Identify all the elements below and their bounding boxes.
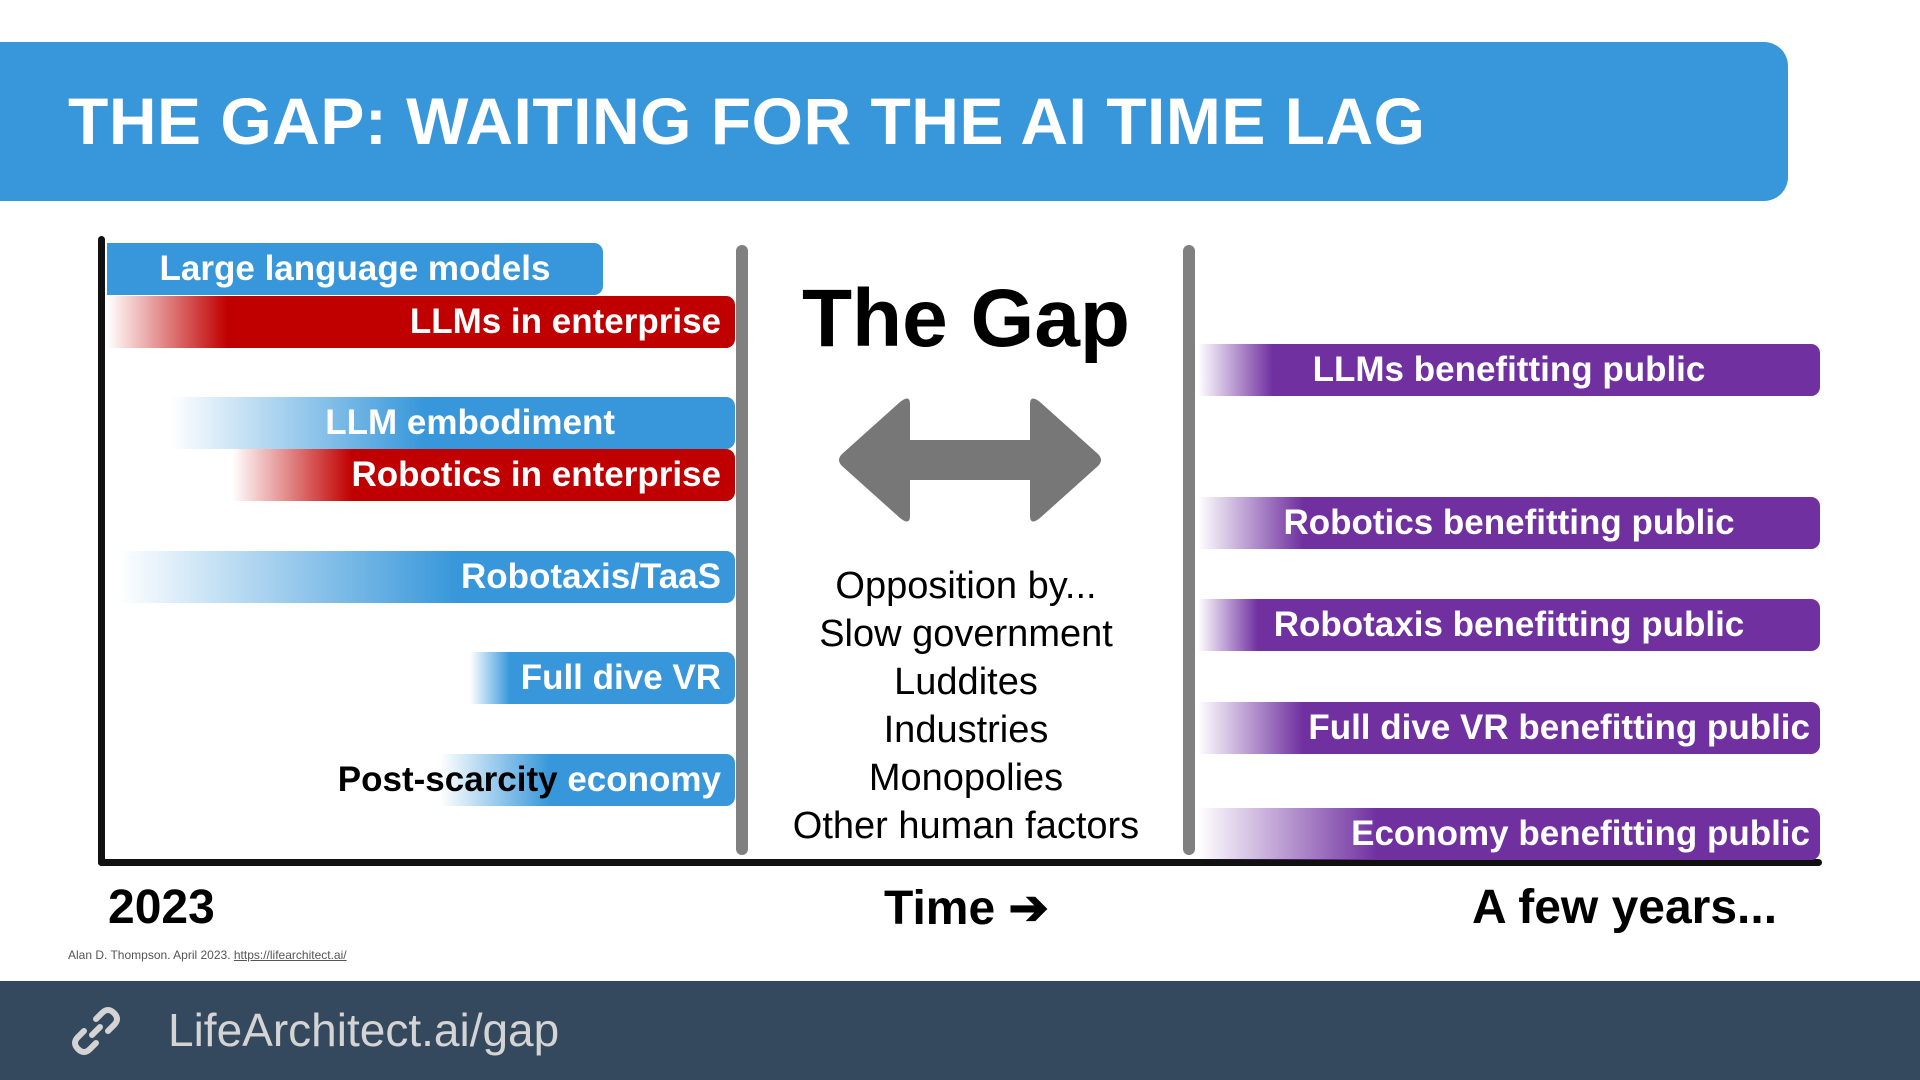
opposition-item: Industries (883, 709, 1049, 751)
bar-robotaxis-taas: Robotaxis/TaaS (118, 551, 735, 603)
bar-large-language-models: Large language models (107, 243, 603, 295)
credit-text: Alan D. Thompson. April 2023. (68, 948, 234, 962)
opposition-list: Opposition by... Slow government Luddite… (750, 562, 1182, 850)
gap-left-divider (736, 245, 748, 855)
post-scarcity-label: Post-scarcity (337, 760, 558, 799)
opposition-item: Other human factors (792, 805, 1140, 847)
credit-link[interactable]: https://lifearchitect.ai/ (233, 948, 347, 962)
bar-llm-embodiment: LLM embodiment (170, 397, 735, 449)
footer-url[interactable]: LifeArchitect.ai/gap (168, 1004, 560, 1056)
timeline-start-label: 2023 (108, 881, 215, 934)
bar-robotics-benefitting-public: Robotics benefitting public (1198, 497, 1820, 549)
x-axis-line (98, 859, 1822, 866)
bar-full-dive-vr-benefitting-public: Full dive VR benefitting public (1198, 702, 1820, 754)
page-title: THE GAP: WAITING FOR THE AI TIME LAG (68, 84, 1426, 158)
opposition-item: Slow government (819, 613, 1113, 655)
timeline-end-label: A few years... (1472, 881, 1778, 934)
timeline-middle-label: Time ➔ (884, 882, 1049, 935)
double-arrow-icon (839, 398, 1101, 522)
opposition-item: Luddites (894, 661, 1038, 703)
link-icon (72, 1007, 120, 1055)
bar-llms-in-enterprise: LLMs in enterprise (107, 296, 735, 348)
bar-llms-benefitting-public: LLMs benefitting public (1198, 344, 1820, 396)
opposition-item: Monopolies (868, 757, 1064, 799)
y-axis-line (98, 236, 105, 866)
bar-robotaxis-benefitting-public: Robotaxis benefitting public (1198, 599, 1820, 651)
footer-bar: LifeArchitect.ai/gap (0, 981, 1920, 1080)
opposition-heading: Opposition by... (835, 565, 1097, 607)
bar-full-dive-vr: Full dive VR (470, 652, 735, 704)
credit-line: Alan D. Thompson. April 2023. https://li… (68, 948, 347, 962)
bar-post-scarcity-economy: Post-scarcity economy (338, 754, 735, 806)
bar-economy-benefitting-public: Economy benefitting public (1198, 808, 1820, 860)
gap-right-divider (1183, 245, 1195, 855)
gap-heading: The Gap (801, 273, 1131, 364)
economy-label: economy (567, 760, 721, 799)
title-banner: THE GAP: WAITING FOR THE AI TIME LAG (0, 42, 1788, 201)
bar-robotics-in-enterprise: Robotics in enterprise (232, 449, 735, 501)
